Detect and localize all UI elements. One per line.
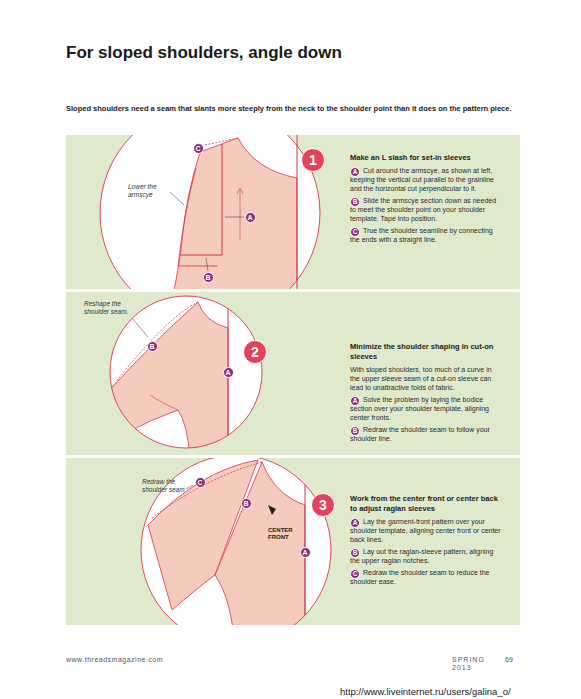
- callout-letter: A: [300, 547, 311, 558]
- callout-letter: C: [193, 143, 204, 154]
- set-in-sleeve-figure: [100, 135, 320, 289]
- callout-letter: A: [350, 396, 360, 406]
- footer-text: www.threadsmagazine.com: [66, 656, 226, 664]
- callout-letter-text: A: [353, 519, 358, 526]
- step-number-text: 1: [309, 152, 317, 168]
- figure-label: Lower the armscye: [128, 183, 174, 199]
- callout-letter: B: [147, 341, 158, 352]
- step-panel: Make an L slash for set-in sleevesCut ar…: [66, 135, 520, 289]
- footer-text: SPRING 2013: [452, 656, 504, 673]
- callout-letter: A: [350, 518, 360, 528]
- step-text: Redraw the shoulder seam to reduce the s…: [350, 568, 502, 586]
- callout-letter: A: [245, 212, 256, 223]
- figure-label: CENTER FRONT: [268, 527, 302, 541]
- step-text: True the shoulder seamline by connecting…: [350, 226, 502, 244]
- callout-letter-text: B: [353, 549, 358, 556]
- step-text: With sloped shoulders, too much of a cur…: [350, 365, 502, 392]
- page-title: For sloped shoulders, angle down: [66, 42, 526, 63]
- figure-label: Redraw the shoulder seam: [142, 478, 188, 494]
- callout-letter: A: [350, 167, 360, 177]
- callout-letter-text: A: [353, 168, 358, 175]
- step-panel: Work from the center front or center bac…: [66, 458, 520, 625]
- text-column: Make an L slash for set-in sleevesCut ar…: [350, 153, 502, 245]
- callout-letter-text: C: [353, 228, 358, 235]
- callout-letter: B: [241, 498, 252, 509]
- step-heading: Make an L slash for set-in sleeves: [350, 153, 502, 163]
- callout-letter: B: [203, 272, 214, 283]
- step-panel: Minimize the shoulder shaping in cut-on …: [66, 292, 520, 455]
- step-text: Lay the garment-front pattern over your …: [350, 517, 502, 544]
- step-number: 2: [243, 340, 267, 364]
- callout-letter-text: A: [225, 369, 230, 376]
- callout-letter: B: [350, 426, 360, 436]
- callout-letter-text: A: [302, 549, 307, 556]
- step-number-text: 2: [251, 344, 259, 360]
- callout-letter-text: B: [353, 198, 358, 205]
- callout-letter: A: [223, 367, 234, 378]
- step-heading: Minimize the shoulder shaping in cut-on …: [350, 342, 502, 362]
- caption: Sloped shoulders need a seam that slants…: [66, 104, 520, 113]
- step-text: Solve the problem by laying the bodice s…: [350, 395, 502, 422]
- step-text: Cut around the armscye, as shown at left…: [350, 166, 502, 193]
- callout-letter-text: C: [353, 570, 358, 577]
- callout-letter: C: [195, 477, 206, 488]
- callout-letter: C: [350, 227, 360, 237]
- footer-text: 69: [505, 656, 521, 664]
- callout-letter: B: [350, 197, 360, 207]
- callout-letter-text: C: [197, 479, 202, 486]
- callout-letter: B: [350, 548, 360, 558]
- callout-letter-text: B: [243, 500, 248, 507]
- step-text: Redraw the shoulder seam to follow your …: [350, 425, 502, 443]
- step-text: Lay out the raglan-sleeve pattern, align…: [350, 547, 502, 565]
- figure-label: Reshape the shoulder seam.: [84, 300, 140, 316]
- step-text: Slide the armscye section down as needed…: [350, 196, 502, 223]
- text-column: Work from the center front or center bac…: [350, 494, 502, 586]
- raglan-sleeve-figure: [141, 458, 331, 625]
- text-column: Minimize the shoulder shaping in cut-on …: [350, 342, 502, 443]
- callout-letter-text: B: [353, 427, 358, 434]
- step-number-text: 3: [319, 497, 327, 513]
- watermark: http://www.liveinternet.ru/users/galina_…: [340, 686, 578, 697]
- step-number: 3: [311, 493, 335, 517]
- cut-on-sleeve-figure: [108, 296, 262, 455]
- callout-letter: C: [350, 569, 360, 579]
- step-number: 1: [301, 148, 325, 172]
- callout-letter-text: B: [205, 274, 210, 281]
- callout-letter-text: C: [195, 145, 200, 152]
- callout-letter-text: A: [247, 214, 252, 221]
- step-heading: Work from the center front or center bac…: [350, 494, 502, 514]
- callout-letter-text: A: [353, 397, 358, 404]
- callout-letter-text: B: [149, 343, 154, 350]
